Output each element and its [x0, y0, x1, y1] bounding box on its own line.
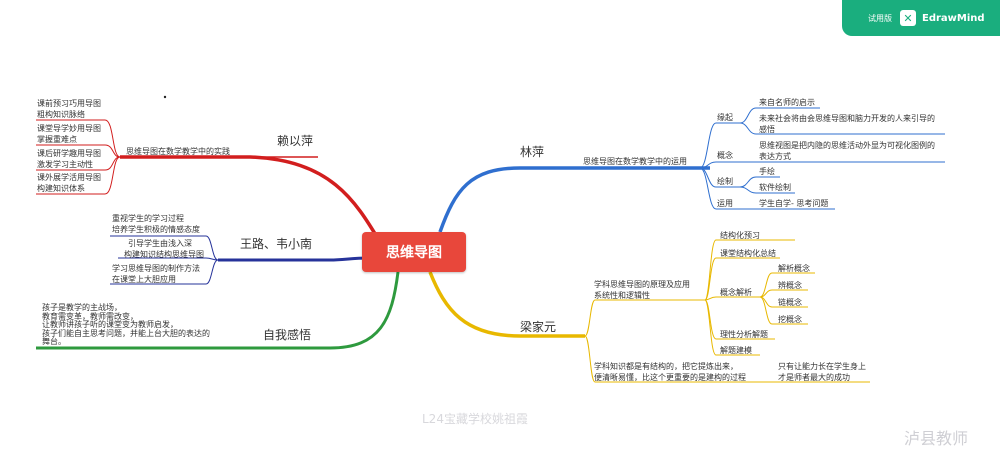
branch-liang-lines	[428, 239, 870, 383]
brand-name: EdrawMind	[922, 12, 985, 24]
central-topic[interactable]: 思维导图	[362, 232, 466, 272]
wang-item-1[interactable]: 重视学生的学习过程培养学生积极的情感态度	[112, 214, 200, 234]
edrawmind-logo-icon: ✕	[900, 10, 916, 26]
lin-group-gainian[interactable]: 概念	[717, 151, 733, 160]
liang-sub-2[interactable]: 课堂结构化总结	[720, 249, 776, 258]
branch-name-wang[interactable]: 王路、韦小南	[240, 237, 313, 251]
lin-group-yunyong[interactable]: 运用	[717, 199, 733, 208]
liang-topic-1[interactable]: 学科思维导图的原理及应用系统性和逻辑性	[594, 280, 690, 300]
branch-name-ziwo[interactable]: 自我感悟	[263, 328, 312, 342]
liang-topic-2-note[interactable]: 只有让能力长在学生身上才是师者最大的成功	[778, 362, 866, 382]
wang-item-3[interactable]: 学习思维导图的制作方法在课堂上大胆应用	[112, 264, 200, 284]
lin-group-huizhi[interactable]: 绘制	[717, 177, 733, 186]
branch-name-lin[interactable]: 林萍	[520, 145, 545, 159]
lai-item-3[interactable]: 课后研学趣用导图激发学习主动性	[37, 149, 101, 169]
lai-topic[interactable]: 思维导图在数学教学中的实践	[126, 147, 230, 156]
wang-item-2[interactable]: 引导学生由浅入深构建知识结构思维导图	[124, 239, 204, 259]
branch-lai-lines	[36, 119, 382, 243]
lin-group-yuanqi[interactable]: 缘起	[717, 113, 733, 122]
branch-name-liang[interactable]: 梁家元	[520, 320, 557, 334]
edrawmind-badge[interactable]: 试用版 ✕ EdrawMind	[842, 0, 1000, 36]
trial-label: 试用版	[868, 13, 892, 23]
lin-yunyong-item-1[interactable]: 学生自学- 思考问题	[759, 199, 829, 208]
liang-concept-2[interactable]: 辨概念	[778, 281, 802, 290]
lin-gainian-item-1[interactable]: 思维视图是把内隐的思维活动外显为可视化图例的表达方式	[759, 141, 935, 161]
branch-lin-lines	[438, 107, 945, 233]
liang-concept-1[interactable]: 解析概念	[778, 264, 810, 273]
lai-item-2[interactable]: 课堂导学妙用导图掌握重难点	[37, 124, 101, 144]
watermark-corner: 泸县教师	[904, 429, 969, 448]
lin-yuanqi-item-1[interactable]: 来自名师的启示	[759, 98, 815, 107]
stray-dot	[163, 95, 167, 99]
branch-name-lai[interactable]: 赖以萍	[277, 134, 314, 148]
lin-topic[interactable]: 思维导图在数学教学中的运用	[583, 157, 687, 166]
lai-item-4[interactable]: 课外展学活用导图构建知识体系	[37, 173, 101, 193]
liang-sub-3[interactable]: 概念解析	[720, 288, 752, 297]
ziwo-text[interactable]: 孩子是教学的主战场， 教育需变革，教师需改变， 让教师讲孩子听的课堂变为教师启发…	[42, 303, 210, 347]
liang-sub-1[interactable]: 结构化预习	[720, 231, 760, 240]
liang-sub-4[interactable]: 理性分析解题	[720, 330, 768, 339]
lin-yuanqi-item-2[interactable]: 未来社会将由会思维导图和脑力开发的人来引导的感悟	[759, 114, 935, 134]
lai-item-1[interactable]: 课前预习巧用导图粗构知识脉络	[37, 99, 101, 119]
watermark-text: L24宝藏学校姚祖霞	[422, 412, 528, 426]
lin-huizhi-item-1[interactable]: 手绘	[759, 167, 775, 176]
liang-topic-2[interactable]: 学科知识都是有结构的，把它提炼出来，便清晰易懂，比这个更重要的是建构的过程	[594, 362, 746, 382]
liang-concept-3[interactable]: 链概念	[778, 298, 802, 307]
liang-sub-5[interactable]: 解题建模	[720, 346, 752, 355]
lin-huizhi-item-2[interactable]: 软件绘制	[759, 183, 791, 192]
branch-ziwo-lines	[36, 271, 400, 350]
liang-concept-4[interactable]: 挖概念	[778, 315, 802, 324]
